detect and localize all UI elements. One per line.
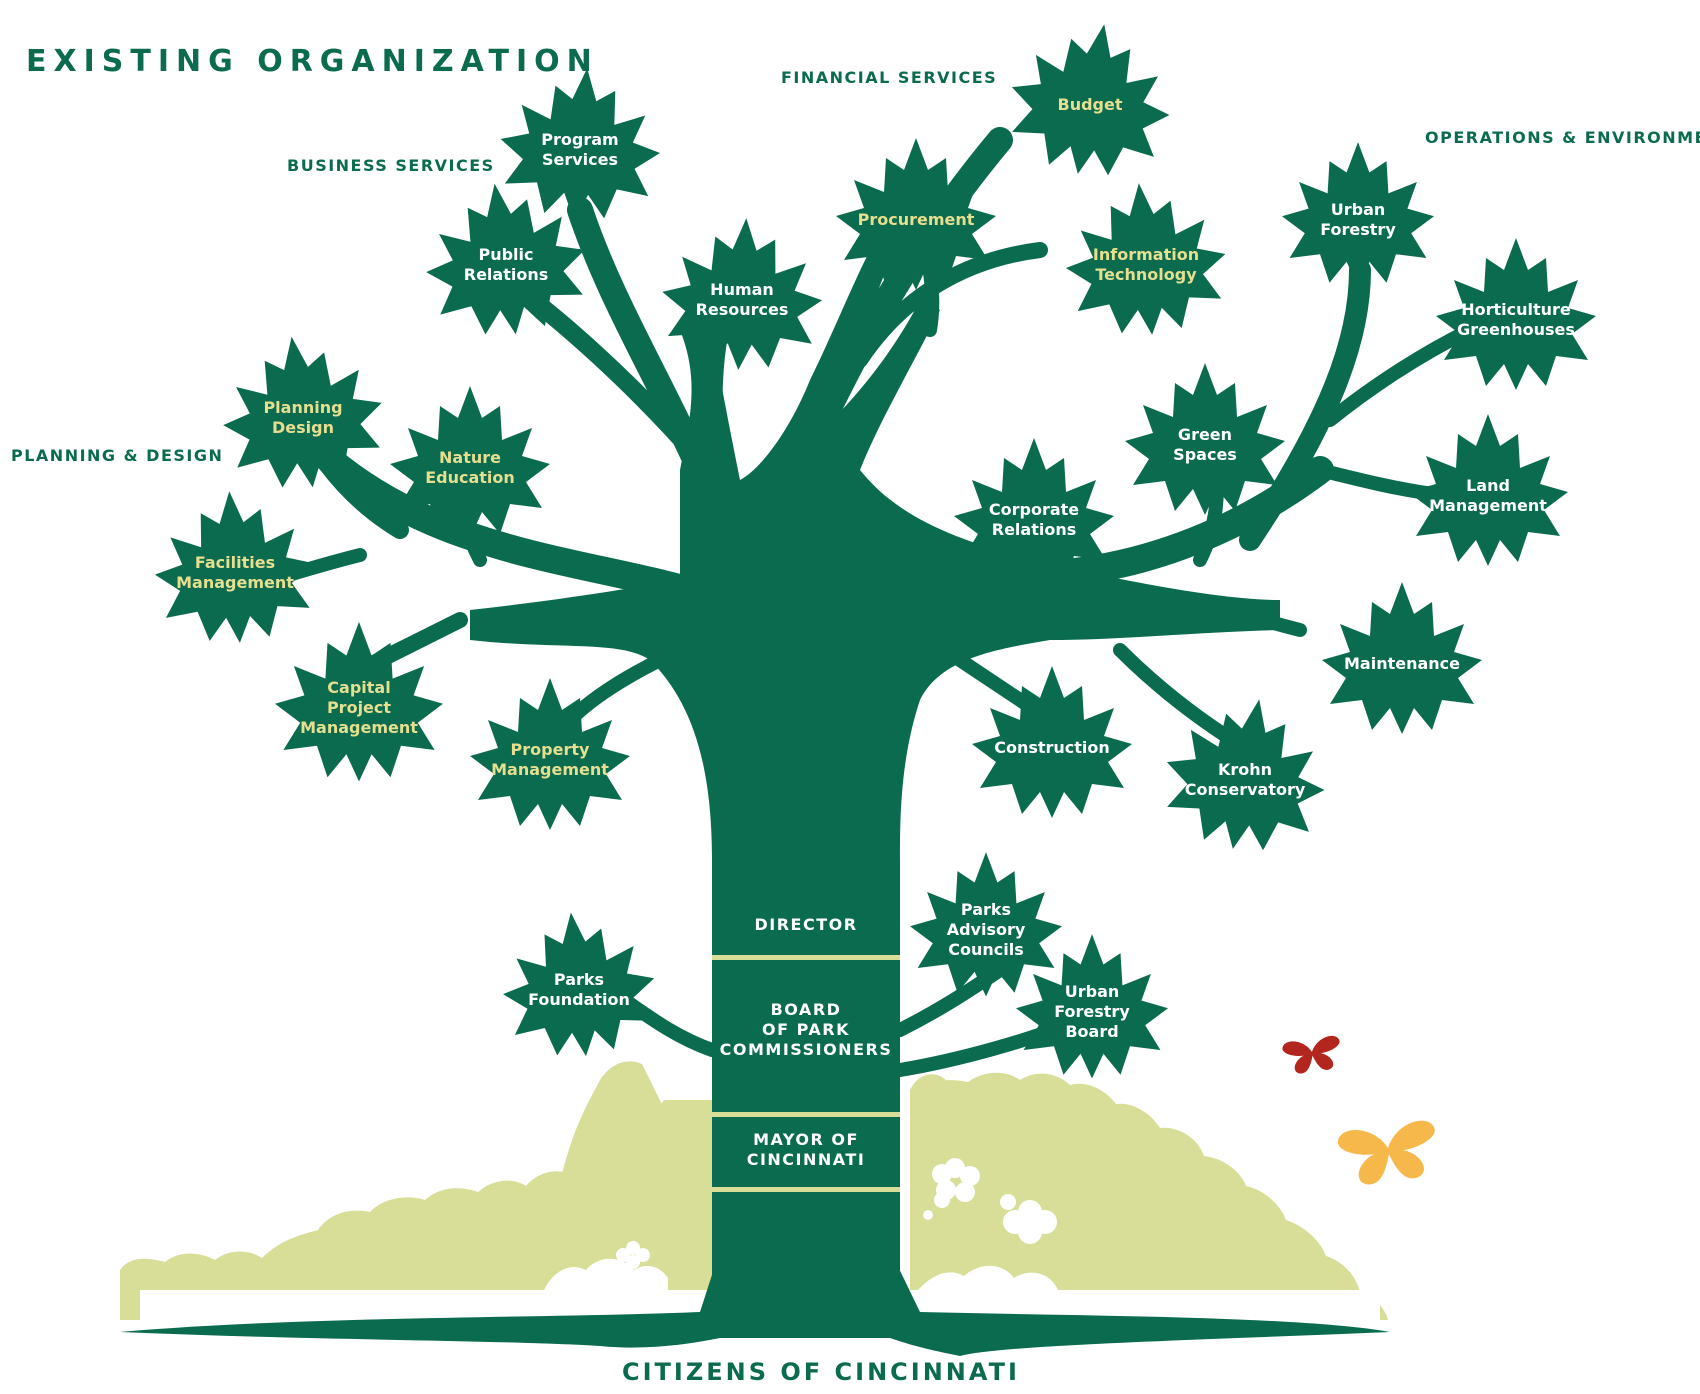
leaf-label-line: Human: [710, 280, 774, 299]
red-butterfly-icon: [1281, 1034, 1344, 1076]
trunk-line: BOARD: [770, 1000, 842, 1019]
leaf-label-line: Relations: [463, 265, 549, 284]
leaf-label-line: Maintenance: [1343, 654, 1461, 673]
leaf-label-procurement: Procurement: [858, 210, 975, 230]
trunk-label-director: DIRECTOR: [754, 915, 857, 935]
trunk-line: DIRECTOR: [754, 915, 858, 934]
page-title: EXISTING ORGANIZATION: [26, 44, 599, 79]
bushes: [120, 1061, 1388, 1320]
leaf-label-maintenance: Maintenance: [1344, 654, 1460, 674]
leaf-label-line: Management: [491, 760, 609, 779]
leaf-label-line: Advisory: [946, 920, 1026, 939]
leaf-label-line: Procurement: [857, 210, 975, 229]
leaf-label-line: Foundation: [528, 990, 630, 1009]
leaf-label-line: Urban: [1064, 982, 1120, 1001]
leaf-label-line: Urban: [1330, 200, 1386, 219]
leaf-label-line: Project: [326, 698, 392, 717]
leaf-label-line: Relations: [991, 520, 1077, 539]
trunk-line: MAYOR OF: [753, 1130, 859, 1149]
leaf-label-line: Budget: [1057, 95, 1123, 114]
leaf-label-line: Management: [300, 718, 418, 737]
orange-butterfly-icon: [1336, 1118, 1442, 1189]
leaf-label-line: Krohn: [1217, 760, 1273, 779]
leaf-label-line: Parks: [553, 970, 605, 989]
leaf-label-line: Capital: [327, 678, 391, 697]
leaf-label-line: Education: [425, 468, 515, 487]
leaf-label-construction: Construction: [994, 738, 1110, 758]
trunk-line: COMMISSIONERS: [719, 1040, 893, 1059]
leaf-label-line: Management: [176, 573, 294, 592]
trunk-line: OF PARK: [762, 1020, 850, 1039]
leaf-label-line: Public: [478, 245, 534, 264]
group-label-planning-design: PLANNING & DESIGN: [11, 446, 224, 465]
leaf-label-line: Forestry: [1320, 220, 1396, 239]
footer-label-citizens: CITIZENS OF CINCINNATI: [622, 1358, 1020, 1386]
leaf-label-line: Horticulture: [1461, 300, 1571, 319]
leaf-label-line: Information: [1092, 245, 1200, 264]
leaf-label-line: Spaces: [1173, 445, 1237, 464]
leaf-label-line: Councils: [948, 940, 1024, 959]
leaf-label-line: Planning: [263, 398, 343, 417]
trunk-line: CINCINNATI: [746, 1150, 866, 1169]
leaf-label-line: Conservatory: [1184, 780, 1306, 799]
leaf-label-line: Property: [510, 740, 590, 759]
group-label-financial-services: FINANCIAL SERVICES: [781, 68, 998, 87]
trunk-rings: [712, 955, 900, 1192]
leaf-label-line: Green: [1177, 425, 1233, 444]
leaf-label-line: Technology: [1095, 265, 1197, 284]
leaf-label-line: Land: [1466, 476, 1510, 495]
leaf-label-line: Forestry: [1054, 1002, 1130, 1021]
leaf-label-line: Management: [1429, 496, 1547, 515]
leaf-label-line: Program: [541, 130, 619, 149]
group-label-operations-environment: OPERATIONS & ENVIRONMENT: [1425, 128, 1700, 147]
trunk-label-board-of-park-commissioners: BOARD OF PARK COMMISSIONERS: [720, 1000, 893, 1060]
leaf-label-line: Services: [541, 150, 619, 169]
leaf-label-line: Corporate: [988, 500, 1080, 519]
leaf-label-budget: Budget: [1058, 95, 1123, 115]
leaf-label-line: Facilities: [194, 553, 276, 572]
group-label-business-services: BUSINESS SERVICES: [287, 156, 495, 175]
leaf-label-line: Board: [1065, 1022, 1119, 1041]
leaf-label-line: Nature: [439, 448, 501, 467]
leaf-label-line: Greenhouses: [1457, 320, 1575, 339]
leaf-label-line: Parks: [960, 900, 1012, 919]
leaf-label-line: Resources: [695, 300, 789, 319]
leaf-label-line: Construction: [994, 738, 1110, 757]
leaf-label-line: Design: [272, 418, 334, 437]
trunk-label-mayor-of-cincinnati: MAYOR OF CINCINNATI: [747, 1130, 866, 1170]
